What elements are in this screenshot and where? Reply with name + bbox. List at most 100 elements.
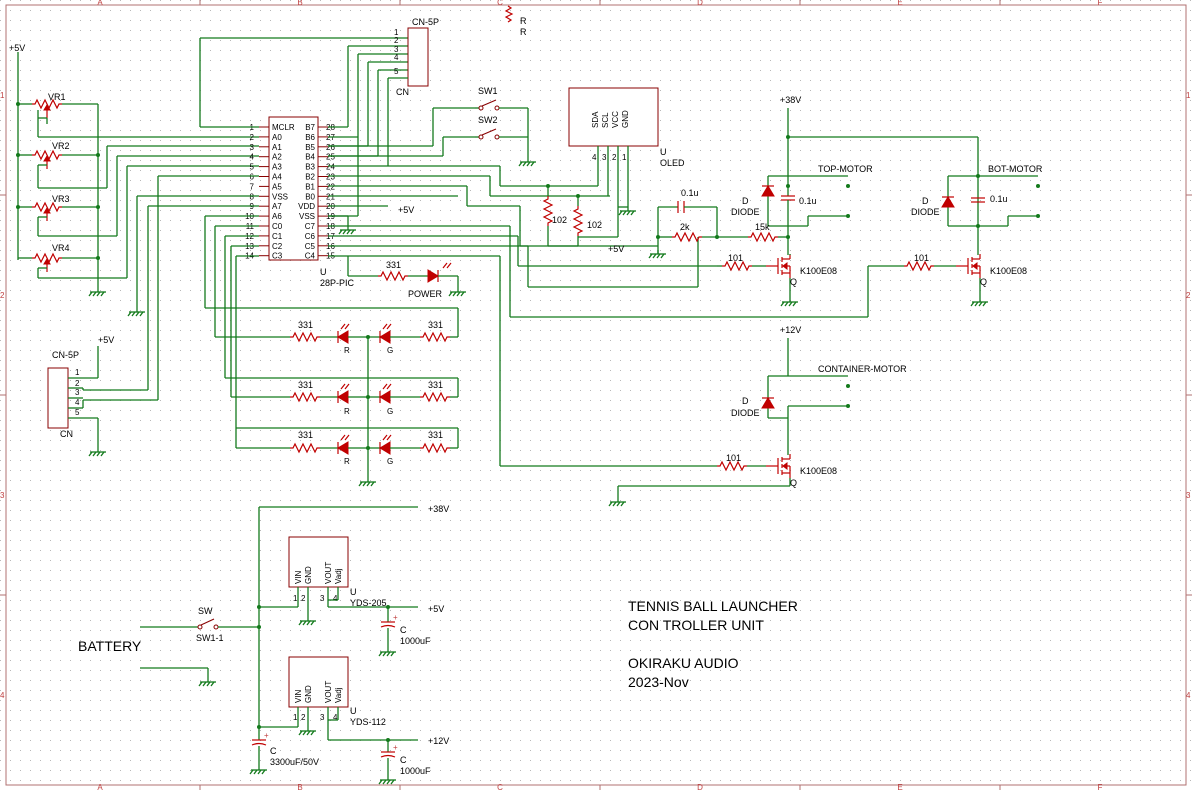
svg-text:4: 4 bbox=[333, 713, 338, 722]
svg-text:331: 331 bbox=[386, 260, 401, 270]
svg-text:K100E08: K100E08 bbox=[800, 466, 837, 476]
svg-text:R: R bbox=[520, 27, 527, 37]
svg-text:G: G bbox=[387, 407, 393, 416]
svg-text:U: U bbox=[660, 147, 667, 157]
svg-text:CN-5P: CN-5P bbox=[412, 17, 439, 27]
svg-text:331: 331 bbox=[298, 320, 313, 330]
mcu-pin-name: C1 bbox=[272, 232, 283, 241]
svg-text:U: U bbox=[350, 587, 357, 597]
mcu-pin-name: VSS bbox=[272, 192, 288, 201]
svg-text:2k: 2k bbox=[680, 222, 690, 232]
svg-text:3: 3 bbox=[320, 713, 325, 722]
mcu-pin-name: C0 bbox=[272, 222, 283, 231]
mcu-pin-name: A3 bbox=[272, 163, 282, 172]
svg-text:3: 3 bbox=[602, 153, 607, 162]
mcu-pin-name: A6 bbox=[272, 212, 282, 221]
svg-text:C: C bbox=[270, 746, 277, 756]
svg-text:VR1: VR1 bbox=[48, 92, 66, 102]
svg-text:4: 4 bbox=[592, 153, 597, 162]
svg-text:C: C bbox=[497, 0, 503, 7]
svg-text:GND: GND bbox=[304, 685, 313, 703]
svg-text:C: C bbox=[400, 755, 407, 765]
svg-text:U: U bbox=[350, 706, 357, 716]
svg-text:B: B bbox=[297, 0, 302, 7]
svg-text:101: 101 bbox=[726, 453, 741, 463]
svg-text:C: C bbox=[400, 625, 407, 635]
svg-text:1: 1 bbox=[622, 153, 627, 162]
svg-text:Vadj: Vadj bbox=[334, 568, 343, 584]
reference-resistor: R R bbox=[504, 5, 527, 37]
oled-display-module: SDA SCL VCC GND 4 3 2 1 U OLED +5V 102 1… bbox=[543, 87, 685, 254]
svg-text:SCL: SCL bbox=[601, 112, 610, 128]
svg-text:D: D bbox=[697, 783, 703, 790]
mcu-pin-name: VSS bbox=[299, 212, 315, 221]
svg-text:1: 1 bbox=[394, 28, 399, 37]
mcu-pin-name: B0 bbox=[305, 192, 315, 201]
svg-text:331: 331 bbox=[298, 430, 313, 440]
svg-text:5: 5 bbox=[394, 67, 399, 76]
mcu-pin-name: A7 bbox=[272, 202, 282, 211]
svg-text:331: 331 bbox=[428, 430, 443, 440]
mcu-pin-name: A1 bbox=[272, 143, 282, 152]
svg-text:5: 5 bbox=[75, 408, 80, 417]
svg-text:+12V: +12V bbox=[780, 325, 801, 335]
svg-text:102: 102 bbox=[587, 220, 602, 230]
svg-text:D: D bbox=[697, 0, 703, 7]
svg-text:E: E bbox=[897, 0, 902, 7]
mcu-pin-name: A4 bbox=[272, 173, 282, 182]
svg-text:2: 2 bbox=[612, 153, 617, 162]
svg-text:101: 101 bbox=[914, 253, 929, 263]
mcu-pin-number: 25 bbox=[326, 153, 335, 162]
svg-text:SW2: SW2 bbox=[478, 115, 498, 125]
svg-text:R: R bbox=[344, 407, 350, 416]
mcu-pin-name: B7 bbox=[305, 123, 315, 132]
svg-text:DIODE: DIODE bbox=[731, 207, 760, 217]
svg-text:OLED: OLED bbox=[660, 158, 685, 168]
svg-text:K100E08: K100E08 bbox=[990, 266, 1027, 276]
svg-text:C: C bbox=[497, 783, 503, 790]
svg-text:2: 2 bbox=[1186, 291, 1191, 300]
connector-top: CN-5P CN 1 2 3 4 5 bbox=[387, 17, 439, 166]
svg-text:R: R bbox=[344, 346, 350, 355]
svg-text:D: D bbox=[742, 196, 749, 206]
svg-text:1: 1 bbox=[293, 713, 298, 722]
svg-text:3: 3 bbox=[0, 491, 5, 500]
mcu-pin-name: C5 bbox=[305, 242, 316, 251]
mcu-pin-name: C6 bbox=[305, 232, 316, 241]
svg-text:VIN: VIN bbox=[294, 570, 303, 584]
title-line-3: OKIRAKU AUDIO bbox=[628, 655, 739, 671]
mcu-pin-number: 26 bbox=[326, 143, 335, 152]
mcu-pin-name: C4 bbox=[305, 252, 316, 261]
status-led-matrix: 331 331 R G 331 331 R G 331 331 R G bbox=[215, 320, 458, 487]
svg-text:DIODE: DIODE bbox=[911, 207, 940, 217]
svg-text:331: 331 bbox=[428, 320, 443, 330]
svg-text:BOT-MOTOR: BOT-MOTOR bbox=[988, 164, 1043, 174]
mcu-pin-number: 8 bbox=[250, 192, 255, 201]
svg-text:102: 102 bbox=[552, 215, 567, 225]
svg-text:+12V: +12V bbox=[428, 736, 449, 746]
svg-text:GND: GND bbox=[621, 110, 630, 128]
mcu-pin-name: B2 bbox=[305, 173, 315, 182]
svg-text:3: 3 bbox=[320, 594, 325, 603]
svg-text:+38V: +38V bbox=[780, 95, 801, 105]
svg-text:1: 1 bbox=[1186, 91, 1191, 100]
svg-text:VR4: VR4 bbox=[52, 243, 70, 253]
mcu-pin-name: MCLR bbox=[272, 123, 295, 132]
potentiometer-bank: +5V VR1 VR2 VR3 bbox=[9, 43, 259, 297]
svg-text:Q: Q bbox=[790, 277, 797, 287]
svg-text:GND: GND bbox=[304, 566, 313, 584]
mcu-pin-name: A2 bbox=[272, 153, 282, 162]
svg-text:3: 3 bbox=[75, 388, 80, 397]
svg-text:2: 2 bbox=[75, 379, 80, 388]
switch-sw1-sw2: SW1 SW2 bbox=[475, 86, 537, 167]
svg-text:E: E bbox=[897, 783, 902, 790]
mcu-pin-name: A5 bbox=[272, 182, 282, 191]
svg-text:R: R bbox=[520, 16, 527, 26]
svg-text:VOUT: VOUT bbox=[324, 562, 333, 584]
mcu-pin-name: B3 bbox=[305, 163, 315, 172]
svg-text:331: 331 bbox=[298, 380, 313, 390]
mcu-pin-name: C3 bbox=[272, 252, 283, 261]
svg-text:D: D bbox=[742, 396, 749, 406]
